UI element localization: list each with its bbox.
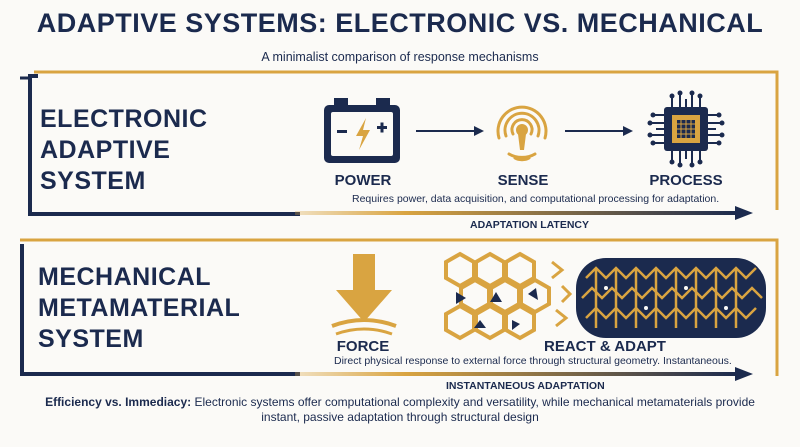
electronic-description: Requires power, data acquisition, and co…: [352, 193, 720, 205]
step-label-force: FORCE: [336, 338, 390, 355]
battery-icon: [324, 98, 400, 163]
step-label-react-adapt: REACT & ADAPT: [544, 338, 666, 355]
mechanical-frame-gold: [20, 238, 779, 376]
flow-arrow-1: [416, 126, 484, 136]
metamaterial-lattice-icon: [444, 251, 766, 341]
instantaneous-adaptation-arrow: [295, 367, 753, 381]
page-title: ADAPTIVE SYSTEMS: ELECTRONIC VS. MECHANI…: [36, 8, 764, 38]
microchip-icon: [647, 90, 725, 168]
footer-summary: Efficiency vs. Immediacy: Electronic sys…: [30, 395, 770, 425]
footer-text: Electronic systems offer computational c…: [191, 395, 755, 424]
electronic-section-label: ELECTRONIC ADAPTIVE SYSTEM: [40, 105, 208, 195]
flow-arrow-2: [565, 126, 633, 136]
step-label-sense: SENSE: [497, 172, 549, 189]
mechanical-description: Direct physical response to external for…: [334, 355, 732, 367]
instantaneous-adaptation-label: INSTANTANEOUS ADAPTATION: [446, 380, 605, 392]
footer-lead: Efficiency vs. Immediacy:: [45, 395, 192, 409]
mechanical-frame-navy: [20, 244, 300, 376]
force-arrow-icon: [331, 254, 397, 336]
adaptation-latency-arrow: [295, 206, 753, 220]
electronic-frame-gold: [34, 70, 779, 210]
step-label-process: PROCESS: [649, 172, 723, 189]
sensor-icon: [496, 105, 548, 162]
mechanical-section-label: MECHANICAL METAMATERIAL SYSTEM: [38, 263, 241, 353]
page-subtitle: A minimalist comparison of response mech…: [261, 50, 539, 64]
step-label-power: POWER: [334, 172, 392, 189]
adaptation-latency-label: ADAPTATION LATENCY: [470, 219, 589, 231]
electronic-frame-navy: [28, 74, 300, 216]
